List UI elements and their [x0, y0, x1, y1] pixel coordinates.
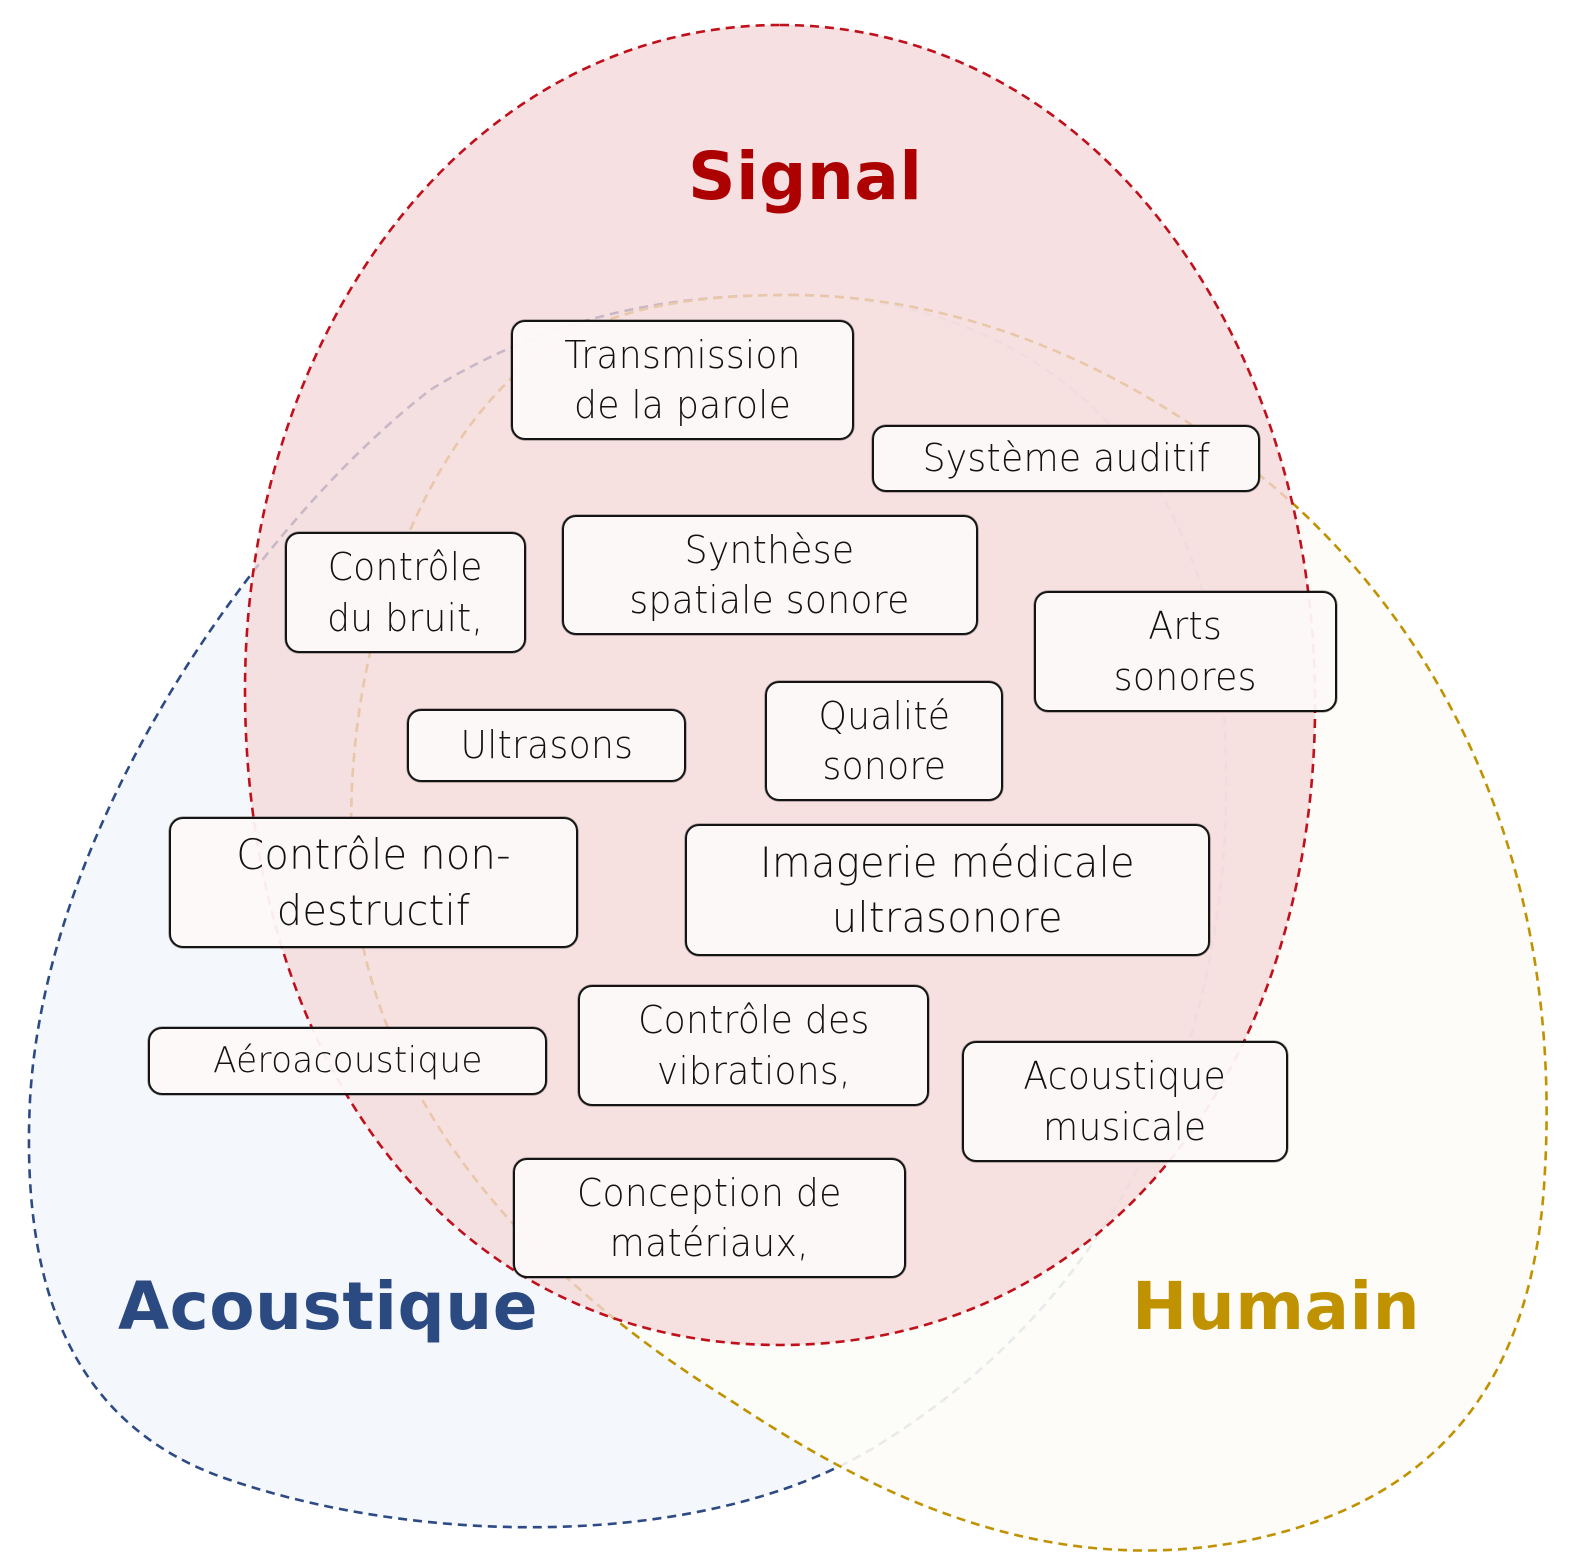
topic-box-transmission-parole: Transmission de la parole: [511, 320, 854, 440]
topic-label-line: Conception de: [577, 1170, 842, 1215]
topic-label-line: sonores: [1114, 654, 1257, 699]
topic-box-systeme-auditif: Système auditif: [872, 425, 1260, 492]
topic-label-line: Imagerie médicale: [759, 837, 1135, 887]
topic-box-aeroacoustique: Aéroacoustique: [148, 1027, 547, 1095]
topic-label-line: de la parole: [573, 383, 792, 427]
topic-label-line: sonore: [822, 744, 946, 788]
topic-label-line: Contrôle des: [637, 998, 870, 1043]
topic-box-synthese-spatiale: Synthèse spatiale sonore: [562, 515, 978, 635]
topic-label-line: spatiale sonore: [629, 578, 911, 622]
topic-label-line: Contrôle: [328, 545, 483, 590]
topic-box-controle-bruit: Contrôle du bruit,: [285, 532, 526, 653]
set-title-humain: Humain: [1132, 1268, 1421, 1345]
topic-box-ultrasons: Ultrasons: [407, 709, 686, 782]
topic-box-controle-non-destructif: Contrôle non-destructif: [169, 817, 578, 948]
topic-label-line: du bruit,: [327, 595, 484, 640]
topic-label-line: destructif: [276, 885, 471, 935]
topic-label-line: vibrations,: [656, 1048, 851, 1093]
topic-label-line: Synthèse: [685, 527, 855, 572]
topic-box-imagerie-medicale: Imagerie médicale ultrasonore: [685, 824, 1210, 956]
topic-label-line: Ultrasons: [460, 723, 633, 768]
topic-box-qualite-sonore: Qualité sonore: [765, 681, 1003, 801]
topic-box-arts-sonores: Arts sonores: [1034, 591, 1337, 712]
topic-box-acoustique-musicale: Acoustique musicale: [962, 1041, 1288, 1162]
topic-box-controle-vibrations: Contrôle des vibrations,: [578, 985, 929, 1106]
topic-label-line: ultrasonore: [832, 893, 1063, 942]
topic-label-line: Arts: [1148, 604, 1223, 649]
topic-label-line: Transmission: [564, 332, 801, 377]
topic-label-line: musicale: [1043, 1104, 1207, 1149]
topic-label-line: Aéroacoustique: [212, 1040, 483, 1082]
topic-label-line: Acoustique: [1023, 1054, 1227, 1099]
set-title-signal: Signal: [688, 138, 923, 215]
topic-label-line: matériaux,: [609, 1221, 810, 1265]
topic-label-line: Contrôle non-: [236, 830, 511, 880]
topic-box-conception-materiaux: Conception de matériaux,: [513, 1158, 906, 1278]
topic-label-line: Qualité: [818, 693, 950, 738]
topic-label-line: Système auditif: [922, 436, 1210, 481]
set-title-acoustique: Acoustique: [118, 1268, 538, 1345]
